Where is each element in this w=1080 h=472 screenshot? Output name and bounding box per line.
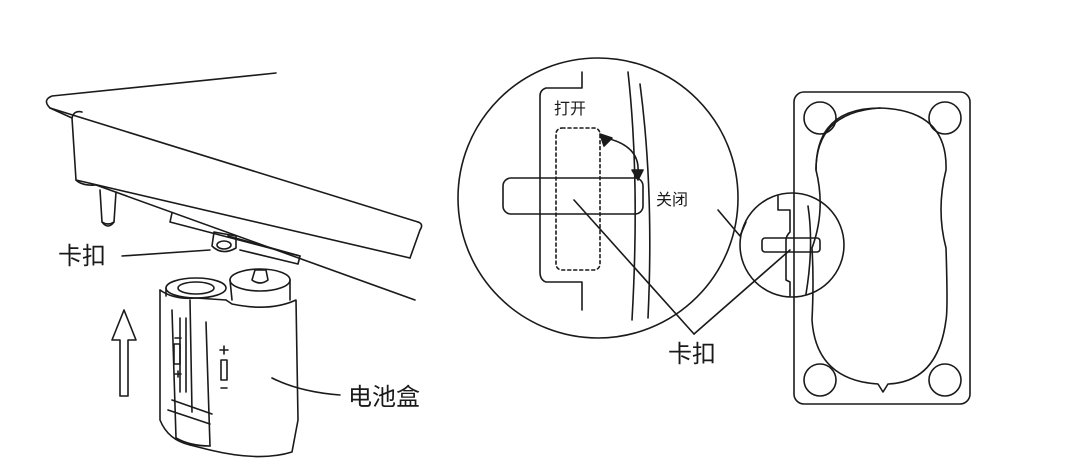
open-label: 打开 [554,99,587,118]
clip-right-leader-1 [573,199,695,335]
zoom-circle [457,57,739,339]
close-label: 关闭 [656,190,689,209]
scale-foot [99,189,117,227]
battery-box-leader [271,377,341,396]
small-zoom-circle [739,192,845,298]
clip-right-leader-2 [693,249,791,335]
battery-slot [169,212,301,265]
clip-label-left: 卡扣 [58,242,106,270]
clip-left-leader [121,249,211,257]
scale-body [45,72,423,301]
up-arrow [111,309,137,397]
clip-latch-small [211,231,237,253]
battery-box [159,268,299,458]
battery-box-label: 电池盒 [348,383,420,411]
scale-bottom-view [793,91,971,405]
clip-label-right: 卡扣 [668,340,716,368]
